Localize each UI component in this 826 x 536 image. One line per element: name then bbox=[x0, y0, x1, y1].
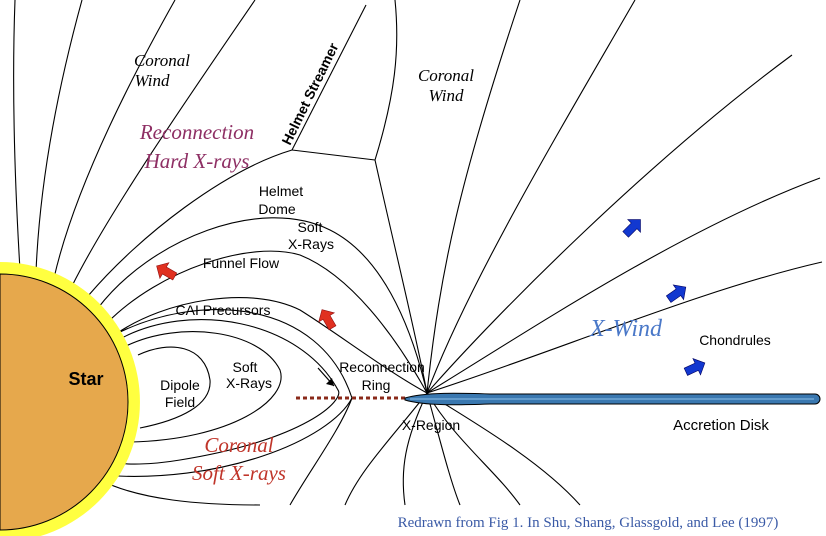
helmet-streamer-line bbox=[291, 4, 367, 151]
source-caption: Redrawn from Fig 1. In Shu, Shang, Glass… bbox=[398, 515, 779, 531]
chondrules-label: Chondrules bbox=[699, 332, 771, 348]
soft-xrays-upper-line1: Soft bbox=[298, 219, 323, 235]
x-line bbox=[344, 392, 428, 506]
coronal-wind-left-line1: Coronal bbox=[134, 51, 190, 70]
blue-arrow-icon bbox=[683, 358, 706, 376]
soft-xrays-lower-line1: Soft bbox=[233, 359, 258, 375]
wind-line bbox=[291, 149, 376, 161]
dipole-loop bbox=[99, 309, 353, 477]
coronal-wind-left-line2: Wind bbox=[135, 71, 170, 90]
dipole-loop bbox=[137, 346, 211, 429]
x-line bbox=[99, 479, 261, 506]
x-line bbox=[426, 392, 461, 506]
helmet-dome-line1: Helmet bbox=[259, 183, 303, 199]
field-lines bbox=[13, 0, 823, 506]
star-body bbox=[0, 273, 129, 531]
funnel-line bbox=[115, 297, 428, 394]
funnel-line bbox=[107, 250, 428, 394]
x-line bbox=[289, 397, 353, 506]
coronal-wind-mid-line2: Wind bbox=[429, 86, 464, 105]
reconnection-ring-line1: Reconnection bbox=[339, 359, 425, 375]
x-line bbox=[374, 159, 428, 394]
red-arrow-icon bbox=[156, 262, 178, 281]
dipole-field-line1: Dipole bbox=[160, 377, 200, 393]
funnel-flow-label: Funnel Flow bbox=[203, 255, 280, 271]
funnel-line bbox=[97, 217, 428, 394]
wind-line bbox=[374, 0, 398, 161]
labels: Coronal Wind Coronal Wind Helmet Streame… bbox=[134, 40, 778, 531]
x-line bbox=[426, 392, 581, 506]
reconnection-hard-xrays-line2: Hard X-rays bbox=[144, 149, 250, 173]
coronal-wind-mid-line1: Coronal bbox=[418, 66, 474, 85]
dipole-field-line2: Field bbox=[165, 394, 195, 410]
wind-line bbox=[35, 0, 83, 273]
soft-xrays-upper-line2: X-Rays bbox=[288, 236, 334, 252]
wind-line bbox=[71, 0, 256, 287]
soft-xrays-lower-line2: X-Rays bbox=[226, 375, 272, 391]
wind-line bbox=[53, 0, 176, 279]
x-line bbox=[426, 177, 821, 394]
reconnection-ring-line2: Ring bbox=[362, 377, 391, 393]
blue-arrow-icon bbox=[622, 219, 641, 238]
coronal-soft-xrays-line1: Coronal bbox=[204, 433, 273, 457]
reconnection-hard-xrays-line1: Reconnection bbox=[139, 120, 254, 144]
ring-pointer-arrow bbox=[317, 367, 335, 387]
star-label: Star bbox=[68, 369, 103, 389]
red-arrows bbox=[156, 262, 337, 331]
wind-line bbox=[13, 0, 21, 271]
accretion-disk-label: Accretion Disk bbox=[673, 417, 769, 434]
x-region-label: X-Region bbox=[402, 417, 460, 433]
x-line bbox=[426, 54, 793, 394]
blue-arrow-icon bbox=[665, 284, 687, 303]
red-arrow-icon bbox=[318, 309, 337, 331]
x-line bbox=[402, 392, 428, 506]
dipole-loop bbox=[125, 331, 282, 443]
blue-arrows bbox=[622, 219, 706, 376]
helmet-dome-line2: Dome bbox=[258, 201, 296, 217]
dipole-loop bbox=[109, 319, 340, 465]
x-line bbox=[426, 261, 823, 394]
x-line bbox=[426, 392, 521, 506]
x-line bbox=[426, 0, 521, 394]
x-line bbox=[426, 0, 636, 394]
star: Star bbox=[0, 262, 140, 536]
wind-line bbox=[87, 149, 293, 297]
accretion-disk bbox=[296, 392, 821, 406]
x-wind-label: X-Wind bbox=[589, 316, 663, 342]
cai-precursors-label: CAI Precursors bbox=[176, 302, 271, 318]
coronal-soft-xrays-line2: Soft X-rays bbox=[192, 461, 286, 485]
helmet-streamer-label: Helmet Streamer bbox=[278, 40, 341, 148]
